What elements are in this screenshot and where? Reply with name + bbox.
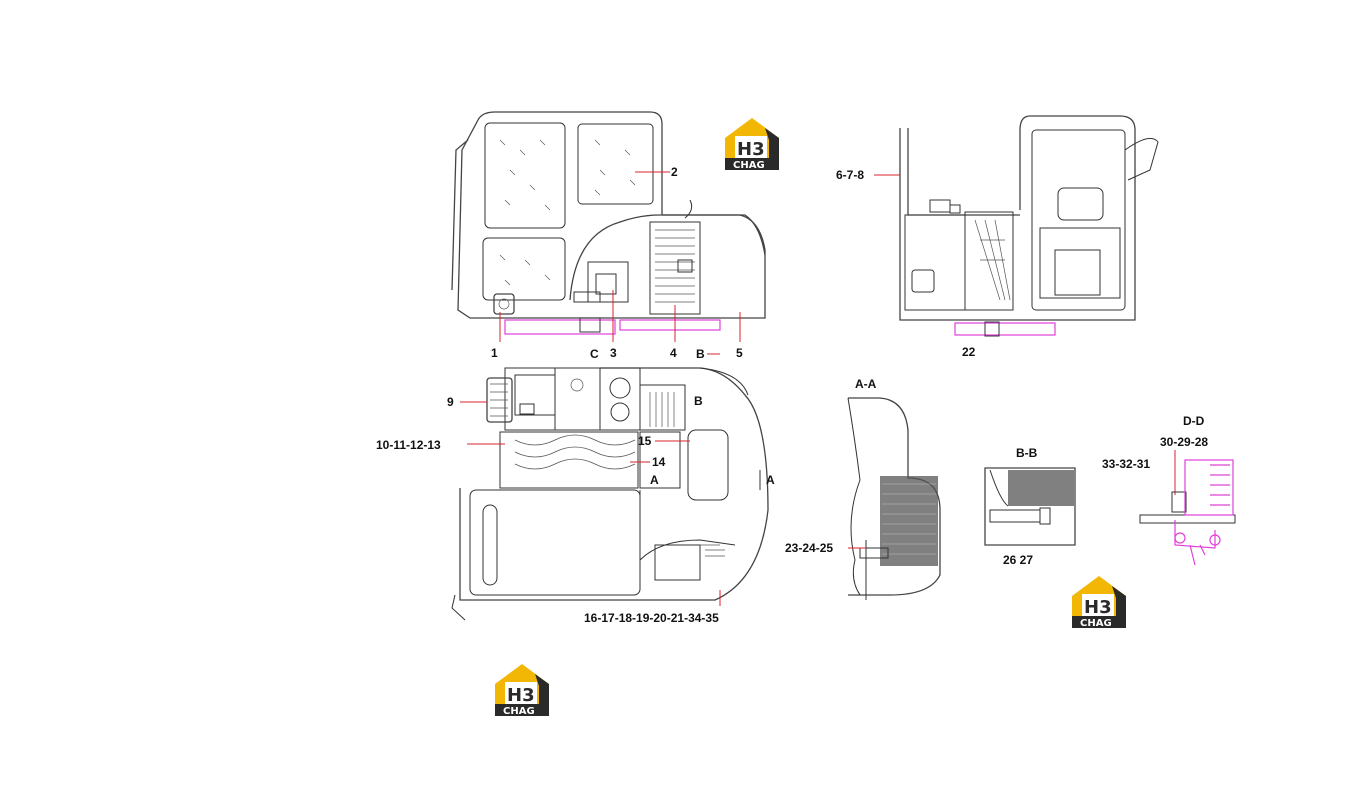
label-10-13: 10-11-12-13 bbox=[376, 438, 441, 452]
section-bb-title: B-B bbox=[1016, 446, 1038, 460]
top-view: 9 10-11-12-13 14 15 16-17-18-19-20-21-34… bbox=[376, 367, 775, 625]
label-22: 22 bbox=[962, 345, 976, 359]
label-b-mid: B bbox=[694, 394, 703, 408]
logo-mark: H3 bbox=[507, 685, 535, 706]
brand-logo: H3 CHAG bbox=[725, 118, 779, 171]
label-33-32-31: 33-32-31 bbox=[1102, 457, 1150, 471]
label-16-35: 16-17-18-19-20-21-34-35 bbox=[584, 611, 719, 625]
label-2: 2 bbox=[671, 165, 678, 179]
label-23-24-25: 23-24-25 bbox=[785, 541, 833, 555]
label-6-7-8: 6-7-8 bbox=[836, 168, 864, 182]
label-15: 15 bbox=[638, 434, 652, 448]
section-dd-title: D-D bbox=[1183, 414, 1205, 428]
brand-logo: H3 CHAG bbox=[495, 664, 549, 717]
label-26-27: 26 27 bbox=[1003, 553, 1033, 567]
label-a-left: A bbox=[650, 473, 659, 487]
section-dd: D-D 30-29-28 33-32-31 bbox=[1102, 414, 1236, 566]
label-a-right: A bbox=[766, 473, 775, 487]
section-aa-title: A-A bbox=[855, 377, 877, 391]
label-30-29-28: 30-29-28 bbox=[1160, 435, 1208, 449]
label-9: 9 bbox=[447, 395, 454, 409]
brand-logo: H3 CHAG bbox=[1072, 576, 1126, 629]
section-aa: A-A 23-24-25 bbox=[785, 377, 941, 600]
logo-text: CHAG bbox=[733, 160, 765, 171]
label-c: C bbox=[590, 347, 599, 361]
logo-text: CHAG bbox=[503, 706, 535, 717]
label-3: 3 bbox=[610, 346, 617, 360]
label-1: 1 bbox=[491, 346, 498, 360]
logo-mark: H3 bbox=[737, 139, 765, 160]
rear-view: 6-7-8 22 bbox=[836, 115, 1159, 359]
section-bb: B-B 26 27 bbox=[984, 446, 1076, 567]
logo-text: CHAG bbox=[1080, 618, 1112, 629]
label-5: 5 bbox=[736, 346, 743, 360]
logo-mark: H3 bbox=[1084, 597, 1112, 618]
label-14: 14 bbox=[652, 455, 666, 469]
side-view: 2 1 3 4 5 C B bbox=[451, 111, 766, 361]
label-4: 4 bbox=[670, 346, 677, 360]
label-b-top: B bbox=[696, 347, 705, 361]
